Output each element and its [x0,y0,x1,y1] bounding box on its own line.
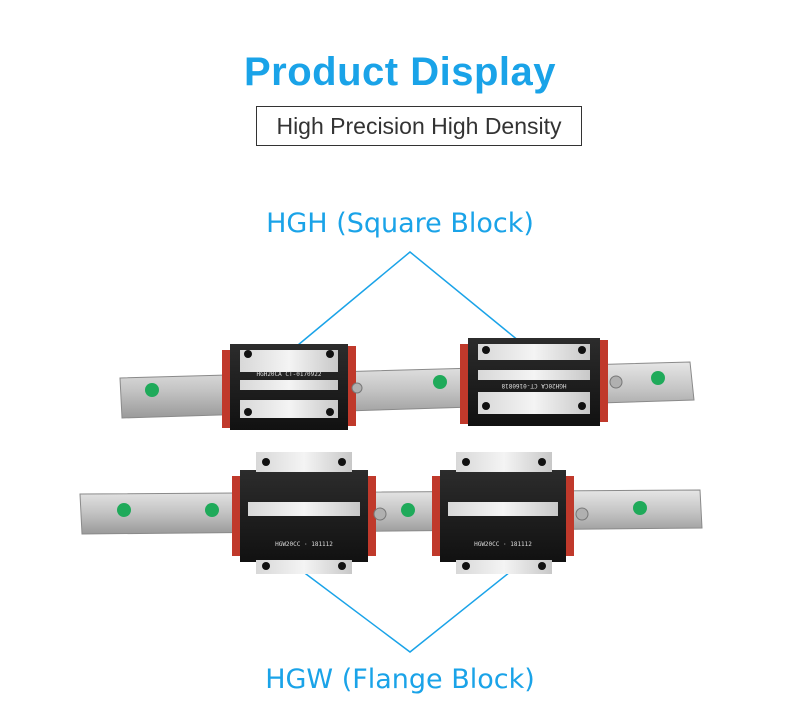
rail-cap-icon [117,503,131,517]
rail-cap-icon [651,371,665,385]
hgw-left-block: HGW20CC · 181112 [232,452,387,574]
hgh-left-block: HGH20CA CT-0170922 [222,344,363,430]
block-marking: HGH20CA CT-0160818 [501,382,566,389]
rail-cap-icon [401,503,415,517]
rail-cap-icon [433,375,447,389]
grease-nipple-icon [609,375,623,389]
hgh-right-block: HGH20CA CT-0160818 [460,338,623,426]
rail-cap-icon [633,501,647,515]
hgw-rail [79,489,703,535]
hgh-label: HGH (Square Block) [266,208,534,239]
pointer-lines-top [288,251,534,354]
block-marking: HGW20CC · 181112 [275,541,333,548]
block-marking: HGH20CA CT-0170922 [256,371,321,378]
hgw-right-block: HGW20CC · 181112 [432,452,589,574]
grease-nipple-icon [373,507,387,521]
subtitle-box: High Precision High Density [256,106,582,146]
block-marking: HGW20CC · 181112 [474,541,532,548]
grease-nipple-icon [351,382,363,394]
grease-nipple-icon [575,507,589,521]
hgw-label: HGW (Flange Block) [265,664,535,695]
rail-cap-icon [205,503,219,517]
page-title: Product Display [243,50,556,94]
subtitle-text: High Precision High Density [276,112,562,139]
rail-cap-icon [145,383,159,397]
